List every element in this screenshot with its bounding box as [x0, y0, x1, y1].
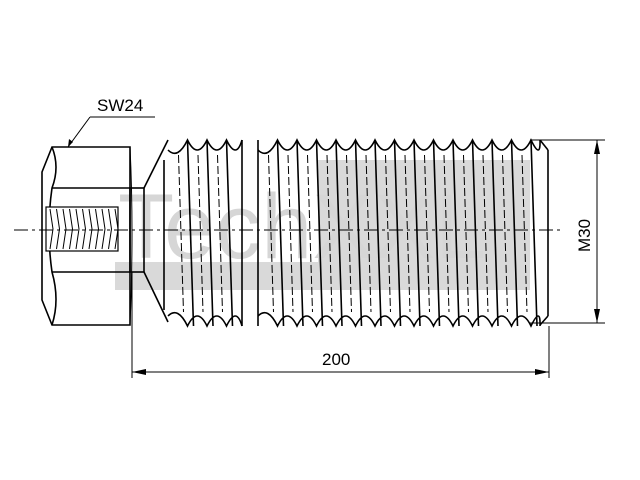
external-thread — [167, 138, 541, 328]
thread-root-line — [287, 154, 294, 313]
thread-crest-line — [413, 139, 421, 327]
thread-crest-line — [432, 139, 441, 327]
internal-thread-hatching — [49, 208, 119, 250]
end-chamfer — [539, 139, 549, 326]
internal-thread-tooth — [82, 208, 87, 250]
thread-root-line — [502, 154, 508, 313]
thread-crest-line — [491, 139, 499, 327]
internal-thread-tooth — [95, 208, 100, 250]
internal-thread-tooth — [75, 208, 80, 250]
thread-crest-line — [354, 139, 363, 327]
thread-root-line — [404, 154, 411, 313]
internal-thread-tooth — [114, 208, 119, 250]
thread-root-line — [326, 154, 333, 313]
sw24-callout: SW24 — [67, 96, 155, 148]
thread-root-line — [424, 154, 430, 313]
internal-thread-tooth — [88, 208, 93, 250]
thread-top-profile — [167, 138, 243, 155]
thread-crest-line — [276, 139, 285, 327]
thread-root-line — [178, 154, 184, 313]
thread-top-profile — [257, 138, 541, 155]
length-dimension-label: 200 — [322, 350, 350, 369]
thread-bottom-profile — [257, 311, 541, 328]
thread-root-line — [197, 154, 204, 313]
watermark-text: TechXXL — [118, 176, 486, 278]
watermark: TechXXL — [115, 160, 530, 290]
thread-crest-line — [206, 139, 214, 327]
internal-thread-tooth — [69, 208, 74, 250]
thread-root-line — [346, 154, 352, 313]
internal-thread-tooth — [108, 208, 113, 250]
internal-thread-tooth — [56, 208, 61, 250]
thread-root-line — [217, 154, 223, 313]
thread-crest-line — [186, 139, 195, 327]
length-dimension: 200 — [131, 272, 550, 378]
thread-root-line — [385, 154, 391, 313]
thread-crest-line — [315, 139, 324, 327]
break-lines — [241, 140, 259, 326]
thread-root-line — [307, 154, 313, 313]
thread-root-line — [365, 154, 372, 313]
thread-crest-line — [452, 139, 460, 327]
thread-diameter-dimension: M30 — [530, 139, 605, 324]
thread-root-line — [463, 154, 469, 313]
thread-root-line — [482, 154, 489, 313]
internal-thread — [45, 206, 119, 252]
thread-root-line — [521, 154, 528, 313]
internal-thread-tooth — [49, 208, 54, 250]
thread-crest-line — [296, 139, 304, 327]
thread-crest-line — [335, 139, 343, 327]
thread-root-line — [443, 154, 450, 313]
thread-crest-line — [510, 139, 519, 327]
thread-root-line — [268, 154, 274, 313]
thread-crest-line — [225, 139, 234, 327]
internal-thread-tooth — [101, 208, 106, 250]
neck — [129, 139, 169, 323]
thread-diameter-label: M30 — [575, 219, 594, 252]
thread-crest-line — [374, 139, 382, 327]
wrench-size-label: SW24 — [97, 96, 143, 115]
hex-nut — [41, 146, 133, 326]
thread-crest-line — [530, 139, 538, 327]
internal-thread-tooth — [62, 208, 67, 250]
thread-crest-line — [393, 139, 402, 327]
thread-crest-line — [471, 139, 480, 327]
thread-bottom-profile — [167, 311, 243, 328]
